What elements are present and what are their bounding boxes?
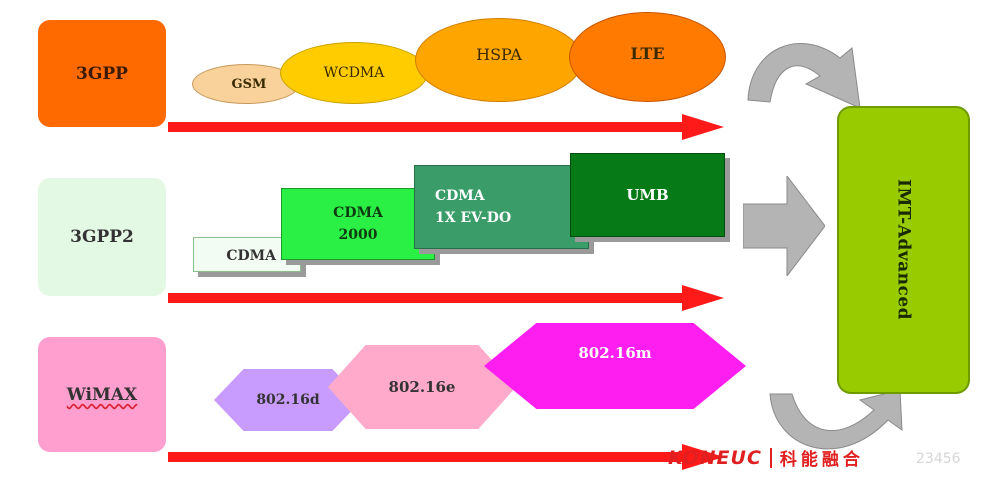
brand-name-cn: 科能融合 — [779, 450, 864, 470]
cdma-label: CDMA — [226, 247, 276, 264]
hspa-node: HSPA — [415, 18, 583, 102]
curved-arrow-top-icon — [747, 42, 861, 109]
umb-node: UMB — [570, 153, 725, 237]
wimax-80216m-node: 802.16m — [484, 323, 746, 409]
brand-logo: KONEUC 科能融合 — [668, 445, 864, 471]
red-arrow-3gpp2 — [168, 285, 724, 311]
wimax-80216e-node: 802.16e — [328, 345, 516, 429]
imt-advanced-label: IMT-Advanced — [893, 179, 914, 321]
org-3gpp2: 3GPP2 — [38, 178, 166, 296]
brand-logo-text: KONEUC — [668, 446, 762, 469]
gsm-label: GSM — [231, 76, 267, 92]
hspa-label: HSPA — [476, 44, 522, 64]
org-wimax-label: WiMAX — [66, 384, 138, 405]
cdma-1x-evdo-node: CDMA 1X EV-DO — [414, 165, 589, 249]
org-3gpp2-label: 3GPP2 — [70, 227, 134, 247]
org-3gpp-label: 3GPP — [76, 63, 128, 84]
umb-label: UMB — [626, 186, 669, 204]
straight-arrow-middle-icon — [743, 176, 825, 276]
cdma2000-node: CDMA 2000 — [281, 188, 435, 260]
red-arrow-3gpp — [168, 114, 724, 140]
lte-node: LTE — [569, 12, 726, 102]
wcdma-node: WCDMA — [280, 42, 428, 104]
curved-arrow-bottom-icon — [769, 390, 903, 450]
wimax-80216e-label: 802.16e — [388, 378, 456, 396]
brand-separator — [769, 447, 772, 468]
org-3gpp: 3GPP — [38, 20, 166, 127]
watermark-text: 23456 — [916, 451, 961, 467]
wcdma-label: WCDMA — [323, 65, 385, 81]
wimax-80216d-node: 802.16d — [214, 369, 362, 431]
imt-advanced-node: IMT-Advanced — [837, 106, 970, 394]
cdma2000-label-line2: 2000 — [338, 227, 378, 243]
org-wimax: WiMAX — [38, 337, 166, 452]
cdma2000-label-line1: CDMA — [333, 204, 383, 221]
cdma-1x-label-line2: 1X EV-DO — [435, 210, 512, 226]
red-arrow-wimax — [168, 444, 724, 470]
cdma-1x-label-line1: CDMA — [435, 187, 485, 204]
lte-label: LTE — [630, 43, 665, 63]
wimax-80216d-label: 802.16d — [256, 392, 320, 408]
wimax-80216m-label: 802.16m — [578, 344, 652, 362]
